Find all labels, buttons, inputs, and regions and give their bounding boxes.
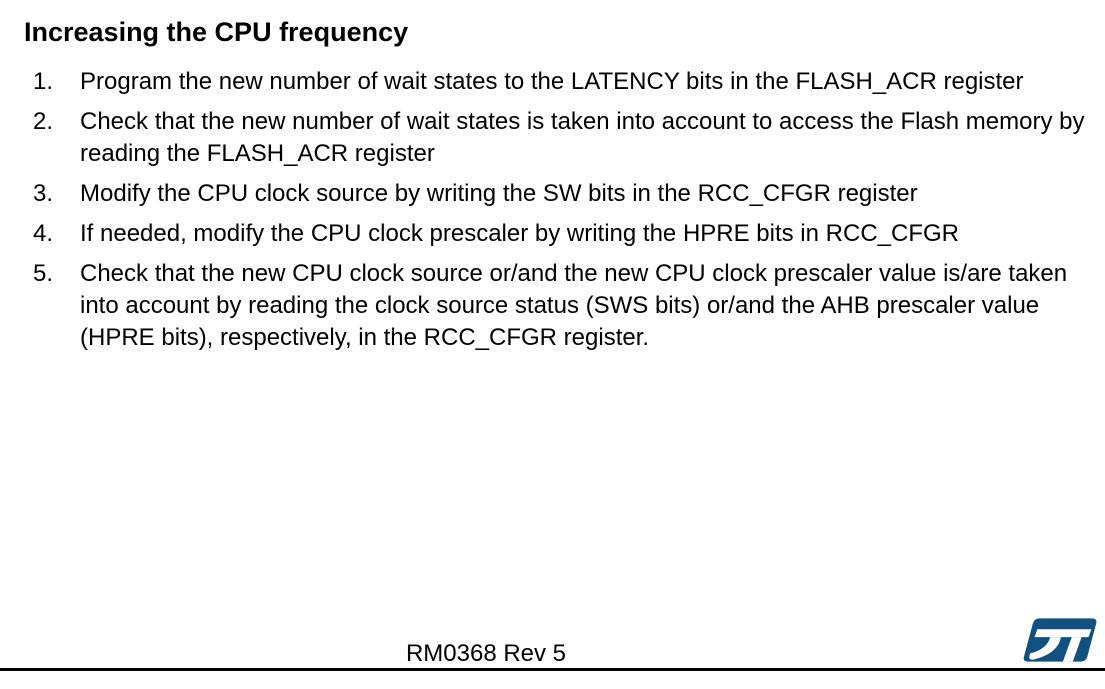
list-item: 3. Modify the CPU clock source by writin… [33,178,1088,210]
list-item: 2. Check that the new number of wait sta… [33,106,1088,170]
st-logo-s-sweep [1029,637,1061,660]
step-text: Modify the CPU clock source by writing t… [80,180,918,207]
st-logo-icon [1023,618,1097,662]
step-number: 5. [33,260,54,287]
st-logo [1022,616,1098,664]
page-title: Increasing the CPU frequency [24,17,409,47]
step-text: Program the new number of wait states to… [80,68,1024,95]
procedure-list: 1. Program the new number of wait states… [33,66,1088,362]
footer-doc-ref: RM0368 Rev 5 [405,640,567,667]
step-number: 4. [33,220,54,247]
list-item: 1. Program the new number of wait states… [33,66,1088,98]
st-logo-t-stem [1062,637,1082,662]
list-item: 4. If needed, modify the CPU clock presc… [33,218,1088,250]
st-logo-band [1034,629,1092,638]
step-number: 3. [33,180,54,207]
bottom-rule [0,668,1105,671]
step-number: 2. [33,108,54,135]
list-item: 5. Check that the new CPU clock source o… [33,258,1088,354]
step-text: Check that the new CPU clock source or/a… [80,260,1068,351]
step-text: Check that the new number of wait states… [80,108,1085,167]
step-number: 1. [33,68,54,95]
step-text: If needed, modify the CPU clock prescale… [80,220,959,247]
